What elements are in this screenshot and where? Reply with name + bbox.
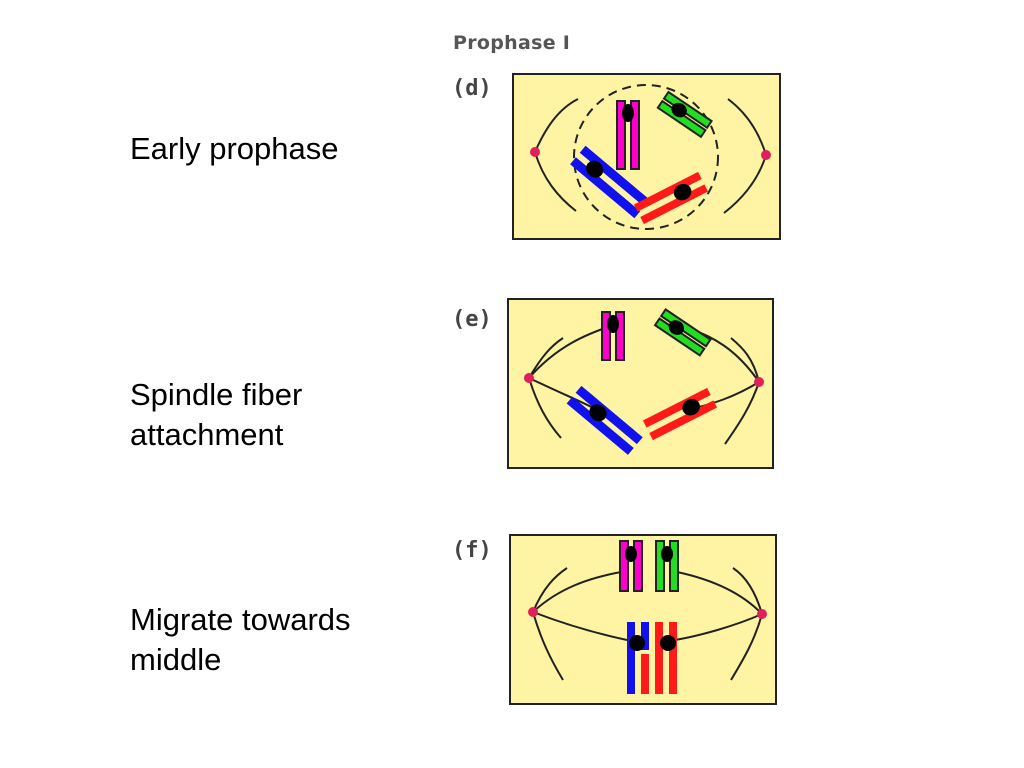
caption-migrate-towards-middle: Migrate towards middle: [130, 602, 351, 677]
chromosome-pair-blue: [570, 145, 650, 219]
panel-f-migrate-towards-middle: [509, 534, 777, 705]
caption-spindle-fiber-attachment: Spindle fiber attachment: [130, 377, 303, 452]
diagram-heading: Prophase I: [453, 32, 571, 54]
cell-background: [507, 298, 774, 469]
centrosome-pole-icon: [754, 377, 764, 387]
cell-background: [512, 73, 781, 240]
chromosome-pair-magenta: [616, 100, 640, 170]
chromosome-pair-green: [653, 308, 712, 357]
centrosome-pole-icon: [761, 150, 771, 160]
panel-label-d: (d): [452, 76, 492, 101]
spindle-fiber-icon: [532, 567, 763, 681]
spindle-fiber-icon: [534, 98, 767, 214]
centrosome-pole-icon: [757, 609, 767, 619]
chromosome-pair-blue-red-crossover: [627, 622, 677, 694]
chromosome-pair-blue: [566, 385, 643, 455]
panel-e-spindle-fiber-attachment: [507, 298, 774, 469]
centrosome-pole-icon: [524, 373, 534, 383]
chromosome-pair-red: [642, 387, 718, 441]
chromosome-pair-red: [633, 171, 709, 225]
panel-label-f: (f): [452, 538, 492, 563]
centrosome-pole-icon: [530, 147, 540, 157]
centrosome-pole-icon: [528, 607, 538, 617]
nuclear-envelope-icon: [573, 84, 719, 230]
chromosome-pair-magenta: [619, 540, 643, 592]
caption-early-prophase: Early prophase: [130, 131, 339, 166]
chromosome-pair-green: [655, 540, 679, 592]
chromosome-pair-magenta: [601, 311, 625, 361]
chromosome-pair-green: [656, 90, 713, 139]
panel-d-early-prophase: [512, 73, 781, 240]
panel-label-e: (e): [452, 307, 492, 332]
